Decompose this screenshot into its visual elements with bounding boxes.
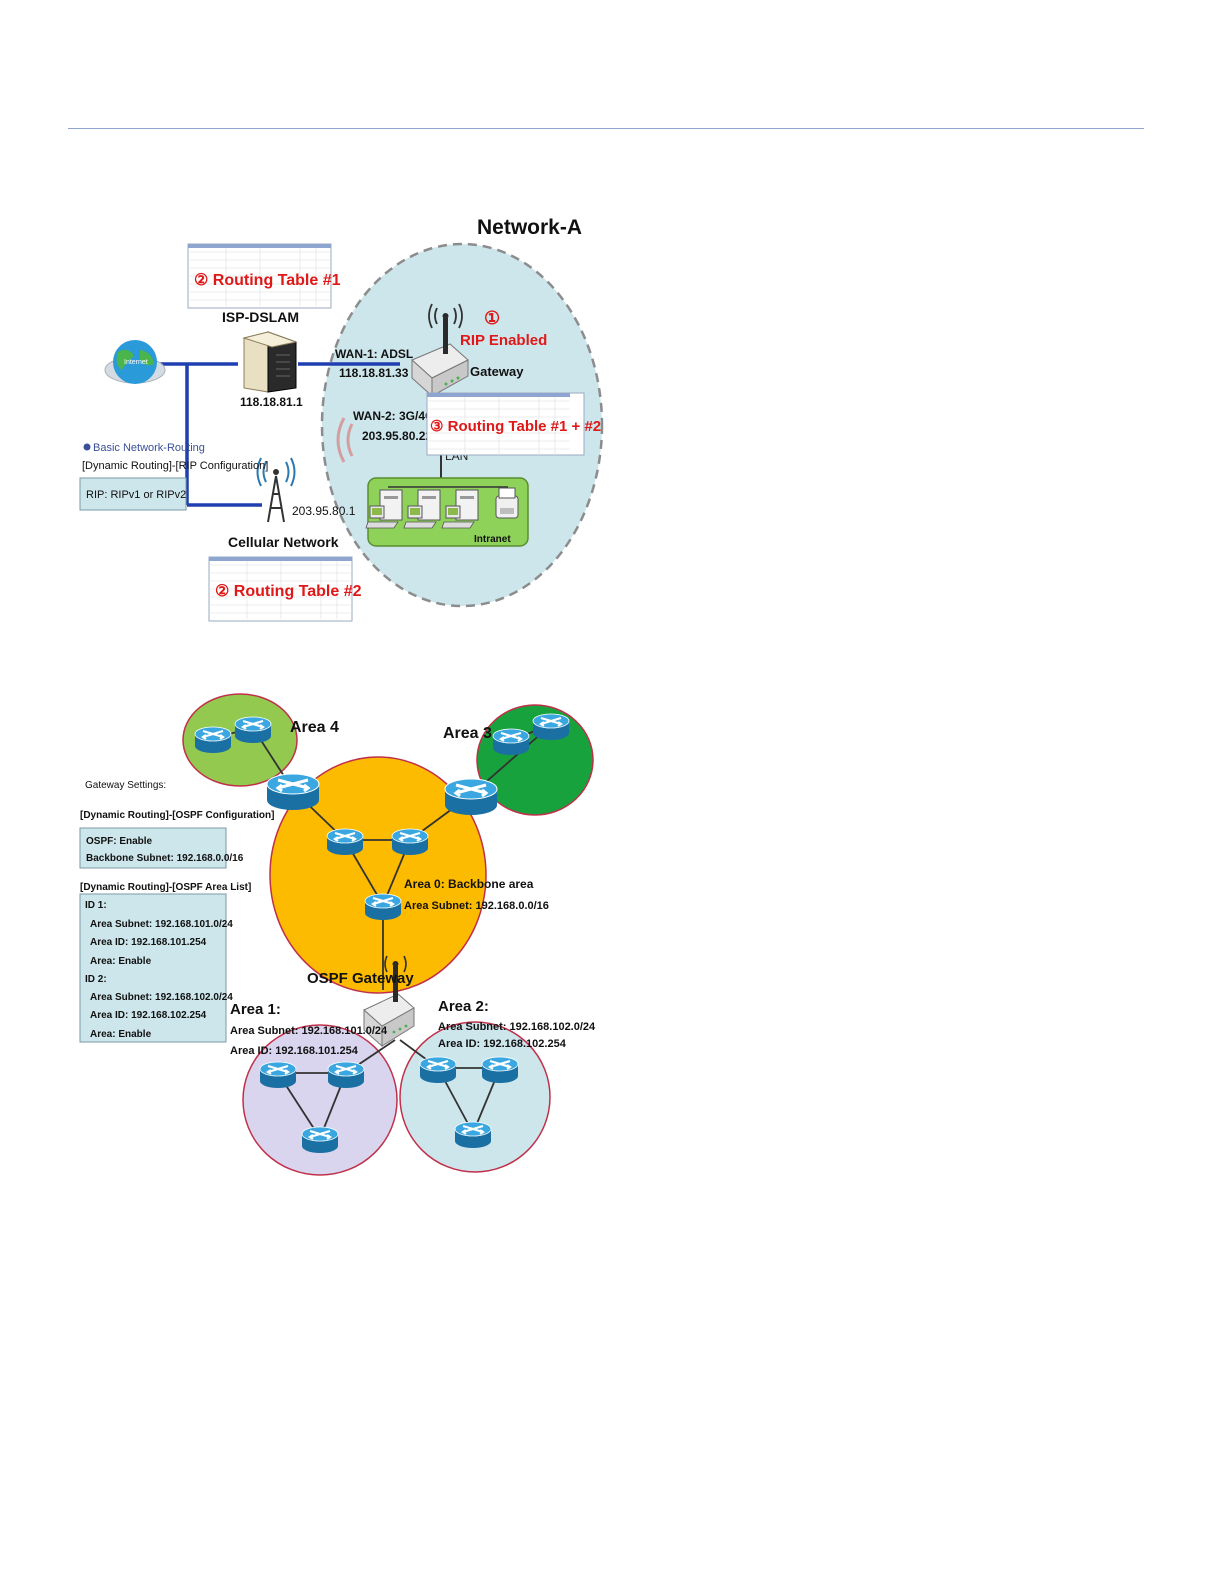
wireless-waves-icon (336, 417, 354, 463)
id2-enable-label: Area: Enable (90, 1029, 152, 1040)
gateway-label: Gateway (470, 364, 524, 379)
router-icon (491, 727, 531, 757)
basic-network-routing-label: Basic Network-Routing (93, 442, 205, 454)
bullet-icon (83, 443, 91, 451)
wan2-label: WAN-2: 3G/4G (353, 409, 434, 423)
router-icon (443, 777, 499, 817)
internet-icon-label: Internet (124, 359, 148, 366)
routing-table-3 (426, 392, 585, 456)
rip-settings-box (79, 477, 187, 511)
area3-label: Area 3 (443, 725, 492, 742)
area0-subnet-label: Area Subnet: 192.168.0.0/16 (404, 900, 549, 912)
cell-tower-icon (256, 457, 296, 523)
id1-label: ID 1: (85, 900, 107, 911)
backbone-subnet-label: Backbone Subnet: 192.168.0.0/16 (86, 853, 244, 864)
gateway-router-icon (411, 303, 469, 398)
router-icon (363, 892, 403, 922)
router-icon (326, 1060, 366, 1090)
ospf-gateway-label: OSPF Gateway (307, 970, 414, 987)
router-icon (258, 1060, 298, 1090)
dynamic-rip-config-label: [Dynamic Routing]-[RIP Configuration] (82, 460, 268, 472)
router-icon (233, 715, 273, 745)
ospf-enable-label: OSPF: Enable (86, 836, 153, 847)
wan-links (160, 362, 400, 507)
area2-subnet-label: Area Subnet: 192.168.102.0/24 (438, 1021, 596, 1033)
area1-label: Area 1: (230, 1001, 281, 1018)
routing-table-2 (208, 556, 353, 622)
wan1-ip-label: 118.18.81.33 (339, 366, 409, 380)
dslam-server-icon (242, 331, 298, 393)
ospf-config-label: [Dynamic Routing]-[OSPF Configuration] (80, 810, 274, 821)
ospf-area-list-label: [Dynamic Routing]-[OSPF Area List] (80, 882, 251, 893)
wan2-ip-label: 203.95.80.22 (362, 429, 432, 443)
router-icon (480, 1055, 520, 1085)
rip-enabled-number: ① (484, 308, 500, 328)
area1-subnet-label: Area Subnet: 192.168.101.0/24 (230, 1025, 388, 1037)
routing-table-2-label: ② Routing Table #2 (215, 583, 362, 600)
id2-label: ID 2: (85, 974, 107, 985)
router-icon (300, 1125, 340, 1155)
router-icon (325, 827, 365, 857)
wan1-label: WAN-1: ADSL (335, 347, 413, 361)
ospf-area-list-box (79, 893, 227, 1043)
area2-label: Area 2: (438, 998, 489, 1015)
rip-enabled-label: RIP Enabled (460, 332, 547, 349)
routing-table-3-label: ③ Routing Table #1 + #2 (430, 418, 601, 435)
rip-diagram: Network-A Internet ISP-DSLAM 118. (79, 216, 604, 622)
intranet-label: Intranet (474, 534, 511, 545)
router-icon (531, 712, 571, 742)
routing-table-1-label: ② Routing Table #1 (194, 272, 341, 289)
cellular-network-label: Cellular Network (228, 534, 339, 550)
id2-areaid-label: Area ID: 192.168.102.254 (90, 1010, 207, 1021)
area0-zone (269, 756, 487, 994)
ospf-gateway-router-icon (363, 955, 415, 1048)
gateway-settings-label: Gateway Settings: (85, 780, 166, 791)
header-rule (68, 128, 1144, 129)
id2-subnet-label: Area Subnet: 192.168.102.0/24 (90, 992, 233, 1003)
area4-label: Area 4 (290, 719, 339, 736)
network-a-title: Network-A (477, 216, 582, 239)
router-icon (418, 1055, 458, 1085)
routing-table-1 (187, 243, 332, 309)
isp-ip-label: 118.18.81.1 (240, 395, 303, 409)
area2-id-label: Area ID: 192.168.102.254 (438, 1038, 567, 1050)
ospf-diagram: Area 4 Area 3 Area 0: Backbone area Area… (79, 693, 596, 1176)
id1-areaid-label: Area ID: 192.168.101.254 (90, 937, 207, 948)
printer-icon (495, 487, 519, 519)
internet-cloud-icon: Internet (104, 340, 166, 384)
id1-enable-label: Area: Enable (90, 956, 152, 967)
router-icon (193, 725, 233, 755)
isp-dslam-label: ISP-DSLAM (222, 309, 299, 325)
router-icon (265, 772, 321, 812)
rip-versions-label: RIP: RIPv1 or RIPv2 (86, 489, 186, 501)
router-icon (390, 827, 430, 857)
id1-subnet-label: Area Subnet: 192.168.101.0/24 (90, 919, 233, 930)
area1-id-label: Area ID: 192.168.101.254 (230, 1045, 359, 1057)
ospf-config-box (79, 827, 227, 869)
router-icon (453, 1120, 493, 1150)
area0-label: Area 0: Backbone area (404, 877, 534, 891)
cell-ip-label: 203.95.80.1 (292, 504, 356, 518)
